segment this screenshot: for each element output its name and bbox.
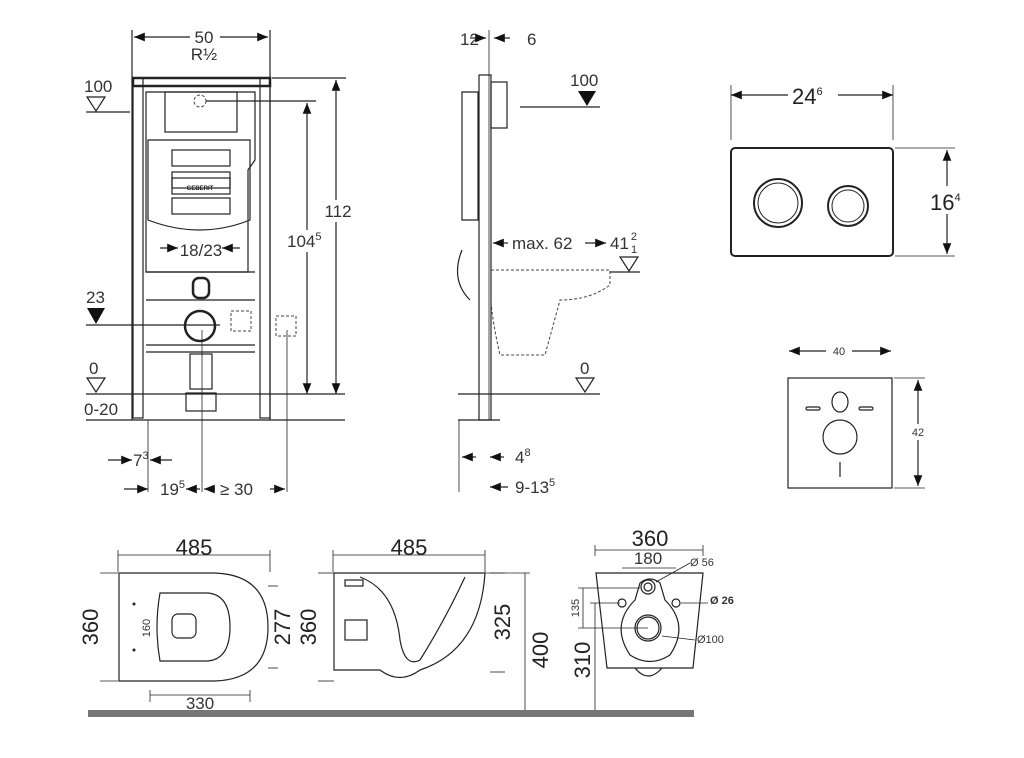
- bolt-spacing: 180: [634, 549, 662, 568]
- side-level-0: 0: [580, 359, 589, 378]
- plate-height: 164: [930, 190, 961, 215]
- drain-spacing: 18/23: [180, 241, 223, 260]
- side-length: 485: [391, 535, 428, 560]
- inner-height: 1045: [287, 231, 322, 251]
- front-view: 50 R½ GEBERIT 18/23 112 1045 100 23 0: [84, 28, 352, 499]
- max-depth: max. 62: [512, 234, 572, 253]
- level-100: 100: [84, 77, 112, 96]
- floor-range: 0-20: [84, 400, 118, 419]
- back-width: 360: [632, 526, 669, 551]
- plate-width: 246: [792, 84, 823, 109]
- bowl-width: 360: [78, 609, 103, 646]
- flush-plate: 246 164: [730, 82, 972, 257]
- level-0: 0: [89, 359, 98, 378]
- outlet-diameter: Ø100: [697, 634, 724, 646]
- side-height: 325: [490, 604, 515, 641]
- pad-height: 42: [912, 427, 924, 439]
- sound-pad: 40 42: [787, 341, 928, 489]
- dim-9-13: 9-135: [515, 477, 555, 497]
- inner-width: 277: [270, 609, 295, 646]
- dim-6: 6: [527, 30, 536, 49]
- floor-line: [88, 710, 694, 717]
- side-width: 360: [296, 609, 321, 646]
- dim-4-8: 48: [515, 447, 531, 467]
- level-23: 23: [86, 288, 105, 307]
- brand-logo: GEBERIT: [187, 186, 214, 192]
- total-height: 112: [324, 202, 351, 221]
- inlet-diameter: Ø 56: [690, 557, 714, 569]
- bottom-length: 330: [186, 694, 214, 713]
- bolt-diameter: Ø 26: [710, 595, 734, 607]
- offset-30: ≥ 30: [220, 480, 253, 499]
- mount-height: 400: [528, 632, 553, 669]
- dim-12: 12: [460, 30, 479, 49]
- hole-spacing: 160: [141, 619, 153, 637]
- frame-width: 50: [195, 28, 214, 47]
- bowl-back-view: 360 180 Ø 56 Ø 26 Ø100 135 310: [570, 526, 734, 712]
- pad-width: 40: [833, 346, 845, 358]
- offset-7: 73: [133, 450, 149, 470]
- bowl-top-view: 485 160 360 277 330: [78, 535, 295, 713]
- vertical-spacing: 135: [570, 599, 582, 617]
- pipe-size: R½: [191, 45, 217, 64]
- side-level-100: 100: [570, 71, 598, 90]
- outlet-height: 310: [570, 642, 595, 679]
- bowl-side-view: 485 360 325 400: [296, 535, 553, 712]
- bowl-length: 485: [176, 535, 213, 560]
- offset-19: 195: [160, 479, 185, 499]
